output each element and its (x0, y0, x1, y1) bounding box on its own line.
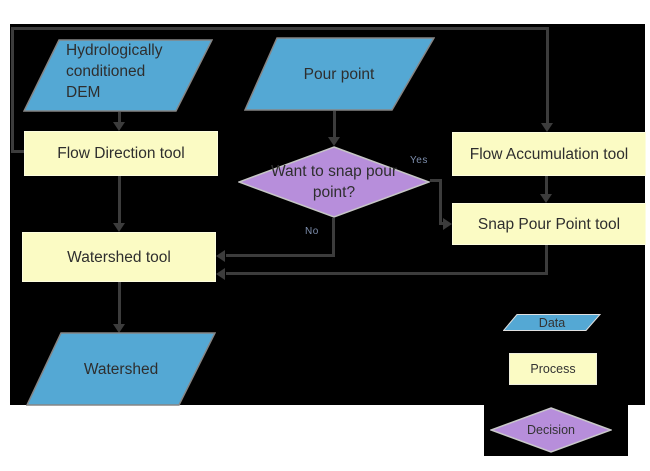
node-watershed-output-shape (26, 332, 216, 406)
node-snap-pour-point: Snap Pour Point tool (452, 203, 646, 245)
connector-flowacc-to-snap (545, 176, 548, 195)
connector-decision-yes-to-snap (439, 222, 445, 225)
connector-flowdir-to-flowacc (12, 150, 24, 153)
legend-decision-label: Decision (527, 423, 575, 437)
connector-decision-no-to-watershedtool (332, 218, 335, 257)
edge-label-yes: Yes (410, 155, 428, 166)
node-pour-point-shape (244, 37, 435, 111)
edge-label-no: No (305, 226, 319, 237)
connector-dem-to-flowdir (118, 112, 121, 124)
node-flow-accumulation-label: Flow Accumulation tool (469, 145, 629, 163)
arrowhead-into-decision (328, 137, 340, 146)
node-flow-direction-label: Flow Direction tool (57, 145, 185, 162)
node-flow-direction: Flow Direction tool (24, 131, 218, 176)
arrowhead-into-snap-left (443, 218, 452, 230)
legend-process-shape (509, 353, 597, 385)
connector-watershedtool-to-watershed (118, 282, 121, 324)
arrowhead-into-watershed (113, 324, 125, 333)
node-dem-shape (23, 39, 213, 112)
connector-flowdir-to-flowacc (11, 27, 549, 30)
arrowhead-into-flowdir (113, 122, 125, 131)
node-watershed-tool: Watershed tool (22, 232, 216, 282)
connector-snap-to-watershedtool (545, 245, 548, 275)
connector-decision-yes-to-snap (430, 179, 442, 182)
legend-decision-shape (490, 407, 612, 453)
node-flow-accumulation: Flow Accumulation tool (452, 132, 646, 176)
arrowhead-into-watershedtool-lower (216, 268, 225, 280)
arrowhead-into-flowacc (541, 123, 553, 132)
connector-pourpoint-to-decision (333, 111, 336, 138)
arrowhead-into-watershedtool-top (113, 223, 125, 232)
legend-process-label: Process (530, 362, 576, 376)
node-snap-pour-point-label: Snap Pour Point tool (477, 215, 621, 233)
node-watershed-output-label: Watershed (83, 360, 159, 378)
connector-snap-to-watershedtool (226, 272, 548, 275)
node-watershed-tool-label: Watershed tool (67, 248, 171, 266)
connector-flowdir-to-flowacc (546, 27, 549, 124)
node-decision-shape (238, 146, 430, 218)
arrowhead-into-watershedtool-upper (216, 250, 225, 262)
connector-decision-yes-to-snap (439, 179, 442, 224)
connector-flowdir-to-flowacc (11, 27, 14, 153)
legend-data-label: Data (538, 315, 566, 330)
arrowhead-into-snap-top (540, 194, 552, 203)
legend-data-shape (503, 314, 601, 331)
node-dem-label: Hydrologically conditioned DEM (66, 41, 163, 101)
node-decision-label: Want to snap pour point? (270, 163, 398, 201)
connector-flowdir-to-watershedtool (118, 176, 121, 224)
node-pour-point-label: Pour point (303, 65, 375, 83)
connector-decision-no-to-watershedtool (226, 254, 335, 257)
